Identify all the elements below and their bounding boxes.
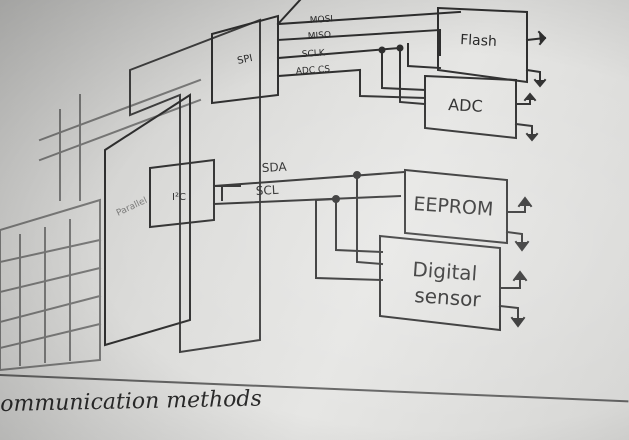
adc-label: ADC (448, 95, 483, 116)
eeprom-label: EEPROM (413, 193, 494, 221)
flash-label: Flash (460, 32, 497, 50)
miso-line (276, 28, 442, 42)
eeprom-block (404, 168, 508, 245)
sensor-label-line2: sensor (414, 283, 483, 312)
faded-left-label: Parallel (115, 196, 149, 219)
adccs-label: ADC CS (296, 65, 331, 77)
i2c-block (149, 158, 215, 229)
scl-label: SCL (255, 183, 279, 198)
i2c-label: I²C (172, 192, 186, 203)
adccs-line (276, 68, 362, 78)
faded-left-grid (0, 78, 202, 372)
sensor-label-line1: Digital (412, 257, 478, 285)
main-bus-block (104, 93, 191, 347)
scl-line (212, 194, 402, 206)
spi-block (211, 14, 279, 105)
flash-block (437, 6, 528, 84)
sensor-block (379, 234, 501, 332)
sda-label: SDA (261, 160, 287, 175)
mosi-label: MOSI (310, 14, 334, 26)
spi-label: SPI (236, 53, 253, 67)
adc-block (424, 74, 517, 140)
sda-line (212, 170, 407, 188)
sclk-label: SCLK (302, 48, 327, 60)
mosi-line (276, 10, 462, 26)
miso-label: MISO (308, 30, 332, 42)
